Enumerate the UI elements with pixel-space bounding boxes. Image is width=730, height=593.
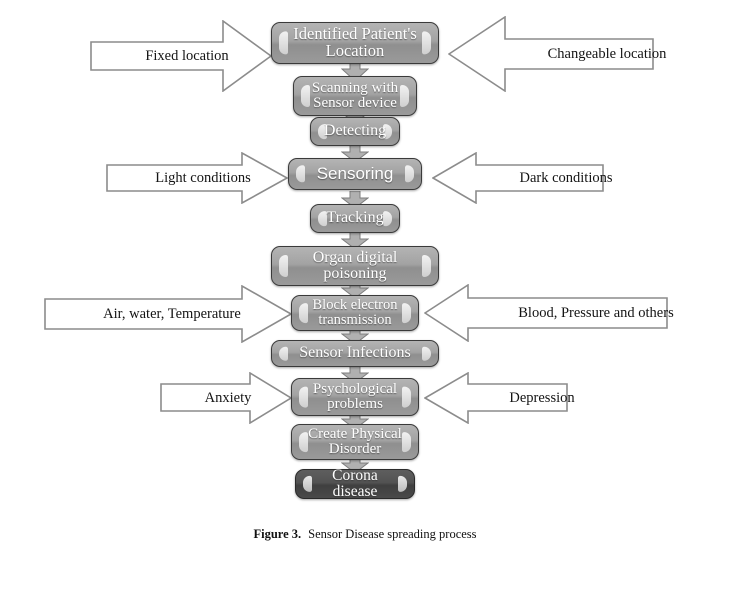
side-label-changeable-location: Changeable location [547,45,667,62]
side-arrow-depression [424,372,568,424]
side-label-dark-conditions: Dark conditions [519,169,613,186]
node-psychological-problems[interactable]: Psychological problems [291,378,419,416]
node-scanning-with-sensor-device[interactable]: Scanning with Sensor device [293,76,417,116]
figure-caption-text: Sensor Disease spreading process [308,527,477,541]
side-arrow-blood-pressure-and-others [424,284,668,342]
connector-arrow-3 [341,145,369,163]
node-sensoring[interactable]: Sensoring [288,158,422,190]
node-identified-patients-location[interactable]: Identified Patient's Location [271,22,439,64]
node-organ-digital-poisoning[interactable]: Organ digital poisoning [271,246,439,286]
node-label-tracking: Tracking [326,209,384,227]
side-arrow-depression-labelbox: Depression [424,372,574,424]
side-label-depression: Depression [509,389,575,406]
side-arrow-dark-conditions-labelbox: Dark conditions [432,152,612,204]
node-label-corona-disease: Corona disease [332,467,378,500]
node-tracking[interactable]: Tracking [310,204,400,233]
side-arrow-anxiety-labelbox: Anxiety [160,372,292,424]
figure-caption: Figure 3. Sensor Disease spreading proces… [0,527,730,542]
side-arrow-anxiety [160,372,292,424]
side-arrow-dark-conditions [432,152,604,204]
node-block-electron-transmission[interactable]: Block electron transmission [291,295,419,331]
figure-caption-label: Figure 3. [253,527,302,541]
node-label-identified-patients-location: Identified Patient's Location [293,24,417,60]
node-detecting[interactable]: Detecting [310,117,400,146]
side-arrow-fixed-location [90,20,272,92]
side-arrow-changeable-location [448,16,654,92]
connector-arrow-4 [341,191,369,209]
side-arrow-air-water-temperature-labelbox: Air, water, Temperature [44,285,292,343]
node-label-sensoring: Sensoring [316,164,394,184]
side-arrow-light-conditions-labelbox: Light conditions [106,152,288,204]
side-arrow-changeable-location-labelbox: Changeable location [448,16,667,92]
side-arrow-light-conditions [106,152,288,204]
node-label-scanning-with-sensor-device: Scanning with Sensor device [311,79,399,111]
side-arrow-air-water-temperature [44,285,292,343]
node-label-detecting: Detecting [323,122,387,140]
node-label-create-physical-disorder: Create Physical Disorder [308,425,402,457]
node-label-organ-digital-poisoning: Organ digital poisoning [312,248,398,282]
side-label-blood-pressure-and-others: Blood, Pressure and others [518,304,674,321]
side-arrow-fixed-location-labelbox: Fixed location [90,20,272,92]
node-label-psychological-problems: Psychological problems [312,380,398,412]
node-create-physical-disorder[interactable]: Create Physical Disorder [291,424,419,460]
node-label-block-electron-transmission: Block electron transmission [312,297,398,328]
node-sensor-infections[interactable]: Sensor Infections [271,340,439,367]
side-arrow-blood-pressure-and-others-labelbox: Blood, Pressure and others [424,284,673,342]
connector-arrow-5 [341,232,369,250]
node-label-sensor-infections: Sensor Infections [299,344,411,362]
node-corona-disease[interactable]: Corona disease [295,467,415,500]
